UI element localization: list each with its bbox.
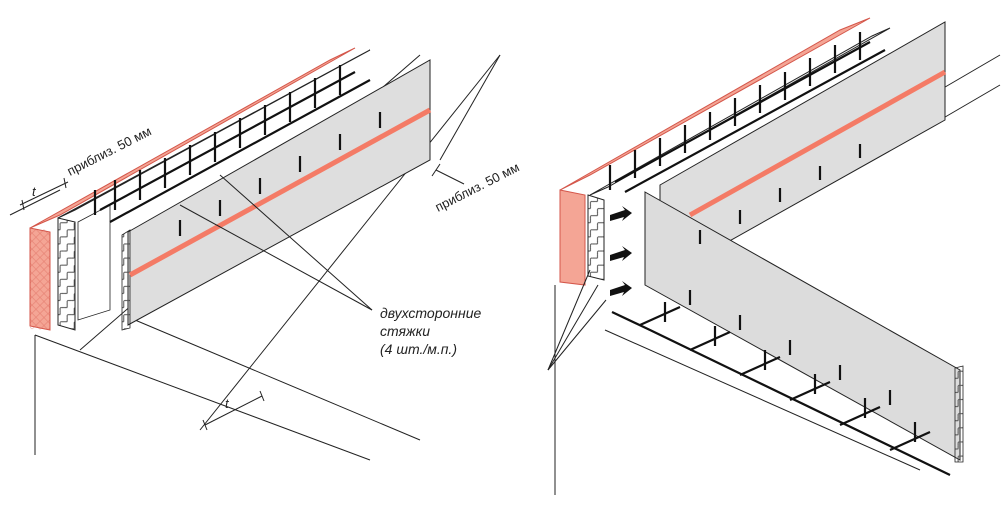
right-drawing (547, 17, 1001, 495)
left-insulation-face (57, 217, 76, 331)
right-front-panel (644, 191, 961, 461)
label-approx-right: приблиз. 50 мм (433, 159, 522, 214)
right-ties-top (608, 32, 886, 244)
left-tie-pointers (179, 174, 373, 311)
label-ties-line1: двухсторонние (380, 305, 481, 321)
right-insulation-top (589, 27, 891, 196)
left-inner-panel (77, 204, 111, 321)
right-brick-top (559, 17, 871, 191)
label-ties-line3: (4 шт./м.п.) (380, 341, 457, 357)
left-approx-arrow (431, 163, 465, 185)
right-reference-lines (554, 54, 1001, 495)
left-ties (93, 65, 382, 236)
right-brick-face (559, 189, 586, 286)
arrow-icon (610, 246, 632, 261)
right-front-panel-edge (954, 365, 964, 463)
right-pointers (547, 269, 607, 371)
right-ties-bottom (611, 290, 951, 476)
left-form-panel-edge (121, 229, 131, 331)
left-brick-top (29, 47, 356, 229)
arrow-icon (610, 281, 632, 296)
left-t-bottom-dim (202, 390, 265, 431)
right-accent-line (688, 69, 947, 218)
left-accent-line (128, 107, 432, 278)
arrow-icon (610, 206, 632, 221)
left-drawing: приблиз. 50 мм приблиз. 50 мм t t двухст… (9, 47, 522, 461)
label-ties-line2: стяжки (380, 323, 430, 339)
label-t-top: t (32, 184, 37, 199)
right-insulation-face (587, 194, 605, 281)
label-t-bottom: t (225, 396, 230, 411)
left-t-top-dim (19, 177, 69, 211)
right-arrows (610, 206, 632, 296)
